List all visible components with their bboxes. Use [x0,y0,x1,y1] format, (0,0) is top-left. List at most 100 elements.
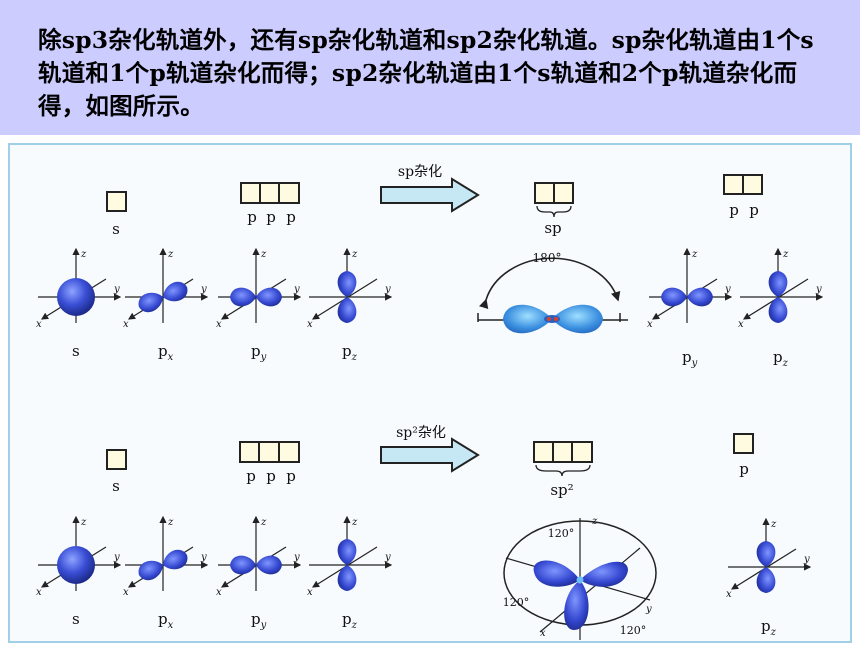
axis-label-y: y [803,554,810,565]
axis-label-z: z [80,517,87,528]
axis-label-z: z [351,249,358,260]
coordinate-axes: z y x [216,515,302,598]
orbital-label: pz [342,610,358,631]
p-boxes-2 [239,441,300,463]
orbital-label: px [158,610,174,631]
pz-orbital [337,539,357,591]
axis-label-y: y [384,284,391,295]
coordinate-axes: z y x [123,247,209,330]
axis-label-x: x [36,319,42,330]
orbital-label: py [682,348,698,369]
remaining-p-boxes-1 [723,174,763,195]
px-orbital [138,281,188,313]
coordinate-axes: z y x [647,247,733,330]
pz-orbital [337,271,357,323]
axis-label-z: z [691,249,698,260]
sp2-arrow-label: sp²杂化 [396,425,446,441]
sp-angle-label: 180° [533,251,562,265]
axis-label-z: z [351,517,358,528]
axis-label-z: z [260,249,267,260]
axis-label-y: y [113,552,120,563]
s-box-1 [106,191,127,212]
axis-label-z: z [167,249,174,260]
axis-label-y: y [293,552,300,563]
s-orbital [57,546,95,584]
sp-arrow-label: sp杂化 [398,164,442,180]
sp-hybridization-arrow [380,177,480,213]
s-box-label-2: s [112,477,120,495]
orbital-label: py [251,342,267,363]
axis-label-x: x [738,319,744,330]
axis-label-x: x [216,319,222,330]
sp2-angle-label: 120° [548,527,575,540]
sp2-hybrid-label: sp² [550,481,573,499]
orbital-label: py [251,610,267,631]
p-box-label: p [246,467,256,485]
orbital-row-1: z y x s z y x px z y x py z y x pz z y x py z y x pz [36,247,824,369]
axis-label-x: x [540,628,546,639]
orbital-label: pz [342,342,358,363]
sp2-hybrid-orbital [503,518,657,640]
axis-label-x: x [123,587,129,598]
axis-label-z: z [770,519,777,530]
axis-label-x: x [216,587,222,598]
axis-label-x: x [36,587,42,598]
axis-label-y: y [200,552,207,563]
orbital-row-2: z y x s z y x px z y x py z y x pz z y x pz [36,515,812,638]
axis-label-y: y [645,604,652,615]
axis-label-y: y [293,284,300,295]
header-text: 除sp3杂化轨道外，还有sp杂化轨道和sp2杂化轨道。sp杂化轨道由1个s轨道和… [38,26,814,120]
coordinate-axes: z y x [216,247,302,330]
sp2-hybrid-boxes [533,441,593,477]
py-orbital [230,287,282,307]
remaining-p-label: p [749,201,759,219]
axis-label-z: z [782,249,789,260]
s-box-2 [106,449,127,470]
axis-label-y: y [384,552,391,563]
pz-orbital [768,271,788,323]
p-box-label: p [286,208,296,226]
orbital-label-s: s [72,342,80,360]
p-box-label: p [266,208,276,226]
px-orbital [138,549,188,581]
orbital-label: pz [761,617,777,638]
axis-label-x: x [123,319,129,330]
p-boxes-1 [240,182,300,204]
axis-label-x: x [307,319,313,330]
p-box-label: p [286,467,296,485]
sp-hybrid-orbital [477,257,628,334]
coordinate-axes: z y x [123,515,209,598]
orbital-label: px [158,342,174,363]
hybridization-figure [8,143,852,643]
axis-label-z: z [260,517,267,528]
axis-label-z: z [591,516,598,527]
s-box-label-1: s [112,220,120,238]
p-box-label: p [266,467,276,485]
py-orbital [230,555,282,575]
sp2-angle-label: 120° [620,624,647,637]
pz-orbital [756,541,776,593]
sp-hybrid-label: sp [544,219,561,237]
sp2-hybridization-arrow [380,437,480,473]
axis-label-x: x [726,589,732,600]
sp2-angle-label: 120° [503,596,530,609]
remaining-p-label: p [729,201,739,219]
orbital-label-s: s [72,610,80,628]
axis-label-y: y [113,284,120,295]
axis-label-z: z [80,249,87,260]
remaining-p-box-2 [733,433,754,454]
s-orbital [57,278,95,316]
py-orbital [661,287,713,307]
orbital-label: pz [773,348,789,369]
axis-label-y: y [200,284,207,295]
p-box-label: p [247,208,257,226]
axis-label-y: y [815,284,822,295]
axis-label-z: z [167,517,174,528]
axis-label-y: y [724,284,731,295]
remaining-p-label: p [739,460,749,478]
axis-label-x: x [647,319,653,330]
axis-label-x: x [307,587,313,598]
sp-hybrid-boxes [534,182,574,218]
header-banner: 除sp3杂化轨道外，还有sp杂化轨道和sp2杂化轨道。sp杂化轨道由1个s轨道和… [0,0,860,135]
